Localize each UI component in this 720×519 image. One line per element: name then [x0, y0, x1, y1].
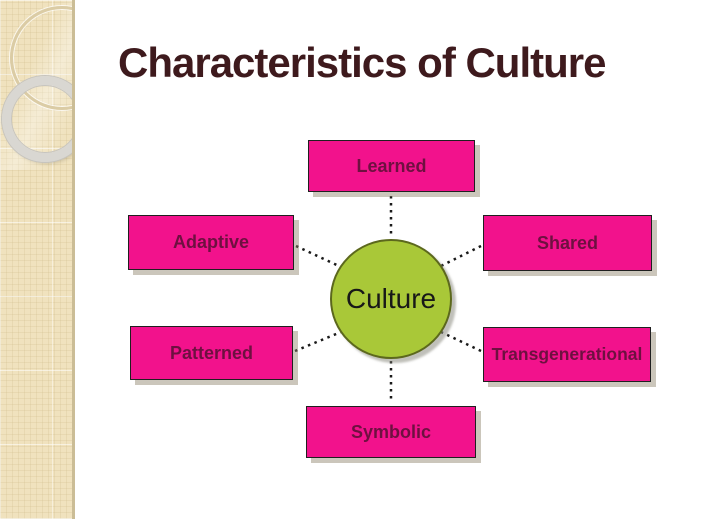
node-symbolic-label: Symbolic: [350, 421, 432, 442]
node-adaptive-label: Adaptive: [172, 232, 250, 252]
connector-transgenerational: [440, 330, 482, 353]
node-learned: Learned: [308, 140, 475, 192]
node-learned-label: Learned: [356, 155, 427, 176]
node-patterned: Patterned: [130, 326, 293, 380]
connector-adaptive: [295, 244, 342, 269]
node-transgenerational: Transgenerational: [483, 327, 651, 382]
connector-shared: [440, 244, 482, 268]
node-transgenerational-label: Transgenerational: [491, 344, 643, 364]
connector-patterned: [294, 330, 342, 353]
node-shared: Shared: [483, 215, 652, 271]
node-adaptive: Adaptive: [128, 215, 294, 270]
sidebar-decoration: [0, 0, 75, 519]
center-culture-circle: Culture: [330, 239, 452, 359]
decorative-ring-icon: [2, 76, 72, 162]
node-symbolic: Symbolic: [306, 406, 476, 458]
node-patterned-label: Patterned: [169, 342, 254, 363]
slide-title: Characteristics of Culture: [118, 39, 606, 86]
center-culture-label: Culture: [345, 283, 437, 314]
node-shared-label: Shared: [536, 232, 599, 253]
